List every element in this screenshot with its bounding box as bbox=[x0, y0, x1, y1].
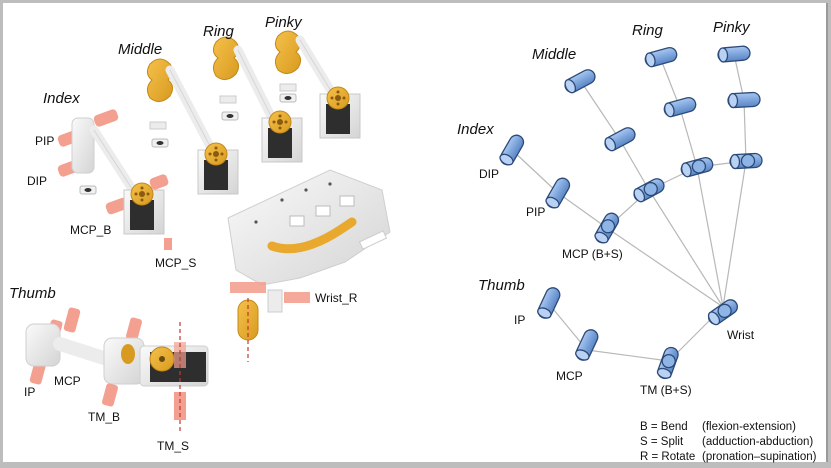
legend: B = Bend (flexion-extension) S = Split (… bbox=[640, 421, 817, 463]
left-label-tm-s: TM_S bbox=[157, 439, 189, 453]
right-label-tm-bs: TM (B+S) bbox=[640, 383, 692, 397]
left-label-pip: PIP bbox=[35, 134, 54, 148]
legend-key-bend: B = Bend bbox=[640, 421, 688, 433]
left-label-tm-b: TM_B bbox=[88, 410, 120, 424]
link-middle-1 bbox=[579, 79, 621, 141]
joint-ring-pip bbox=[662, 95, 698, 119]
joint-index-dip bbox=[497, 131, 527, 169]
right-label-dip: DIP bbox=[479, 167, 499, 181]
joint-middle-dip bbox=[561, 66, 599, 96]
link-index-wrist bbox=[606, 227, 724, 308]
right-label-thumb: Thumb bbox=[478, 277, 525, 294]
left-label-mcp-b: MCP_B bbox=[70, 223, 111, 237]
link-pinky-1 bbox=[733, 53, 745, 101]
link-index-pip-mcp bbox=[557, 192, 608, 229]
right-label-thumb-ip: IP bbox=[514, 313, 525, 327]
joint-index-pip bbox=[543, 174, 573, 212]
joint-index-mcp bbox=[592, 209, 622, 247]
link-ring-2 bbox=[679, 107, 698, 168]
right-label-pip: PIP bbox=[526, 205, 545, 219]
right-panel-kinematic-diagram: Index Middle Ring Pinky Thumb DIP PIP MC… bbox=[457, 19, 817, 463]
joint-wrist bbox=[705, 296, 741, 328]
right-label-middle: Middle bbox=[532, 46, 576, 63]
left-label-mcp-s: MCP_S bbox=[155, 256, 196, 270]
right-label-index: Index bbox=[457, 121, 494, 138]
left-label-middle: Middle bbox=[118, 41, 162, 58]
link-ring-1 bbox=[659, 56, 681, 109]
link-tm-mcp bbox=[586, 349, 670, 362]
joint-pinky-dip bbox=[716, 44, 752, 64]
right-label-thumb-mcp: MCP bbox=[556, 369, 583, 383]
link-ring-wrist bbox=[696, 166, 724, 308]
joint-middle-mcp bbox=[630, 175, 668, 205]
left-label-pinky: Pinky bbox=[265, 14, 303, 31]
right-label-ring: Ring bbox=[632, 22, 664, 39]
left-label-thumb-ip: IP bbox=[24, 385, 35, 399]
right-label-wrist: Wrist bbox=[727, 328, 755, 342]
link-pinky-wrist bbox=[722, 160, 747, 308]
legend-key-rotate: R = Rotate bbox=[640, 451, 695, 463]
link-middle-2 bbox=[619, 139, 650, 191]
middle-finger-render bbox=[146, 58, 239, 195]
legend-desc-split: (adduction-abduction) bbox=[702, 436, 813, 448]
right-label-pinky: Pinky bbox=[713, 19, 751, 36]
joint-middle-pip bbox=[601, 124, 639, 154]
link-pinky-2 bbox=[743, 99, 747, 162]
joint-ring-dip bbox=[643, 45, 679, 69]
ring-finger-render bbox=[212, 36, 303, 163]
index-finger-render bbox=[57, 109, 172, 250]
legend-desc-rotate: (pronation–supination) bbox=[702, 451, 817, 463]
legend-key-split: S = Split bbox=[640, 436, 684, 448]
thumb-render bbox=[25, 307, 209, 434]
left-label-ring: Ring bbox=[203, 23, 235, 40]
link-index-dip-pip bbox=[511, 149, 559, 194]
left-label-wrist-r: Wrist_R bbox=[315, 291, 358, 305]
legend-desc-bend: (flexion-extension) bbox=[702, 421, 796, 433]
left-label-thumb: Thumb bbox=[9, 285, 56, 302]
link-middle-wrist bbox=[648, 189, 724, 308]
left-panel-hardware-render: Index Middle Ring Pinky Thumb PIP DIP MC… bbox=[9, 14, 391, 453]
left-label-index: Index bbox=[43, 90, 80, 107]
joint-thumb-mcp bbox=[573, 326, 601, 364]
joint-thumb-tm bbox=[655, 344, 681, 382]
pinky-finger-render bbox=[274, 30, 361, 139]
joint-pinky-mcp bbox=[729, 152, 763, 170]
palm-plate-render bbox=[227, 169, 391, 362]
right-label-mcp-bs: MCP (B+S) bbox=[562, 247, 623, 261]
joint-pinky-pip bbox=[727, 91, 761, 109]
joint-ring-mcp bbox=[679, 155, 715, 179]
left-label-dip: DIP bbox=[27, 174, 47, 188]
left-label-thumb-mcp: MCP bbox=[54, 374, 81, 388]
